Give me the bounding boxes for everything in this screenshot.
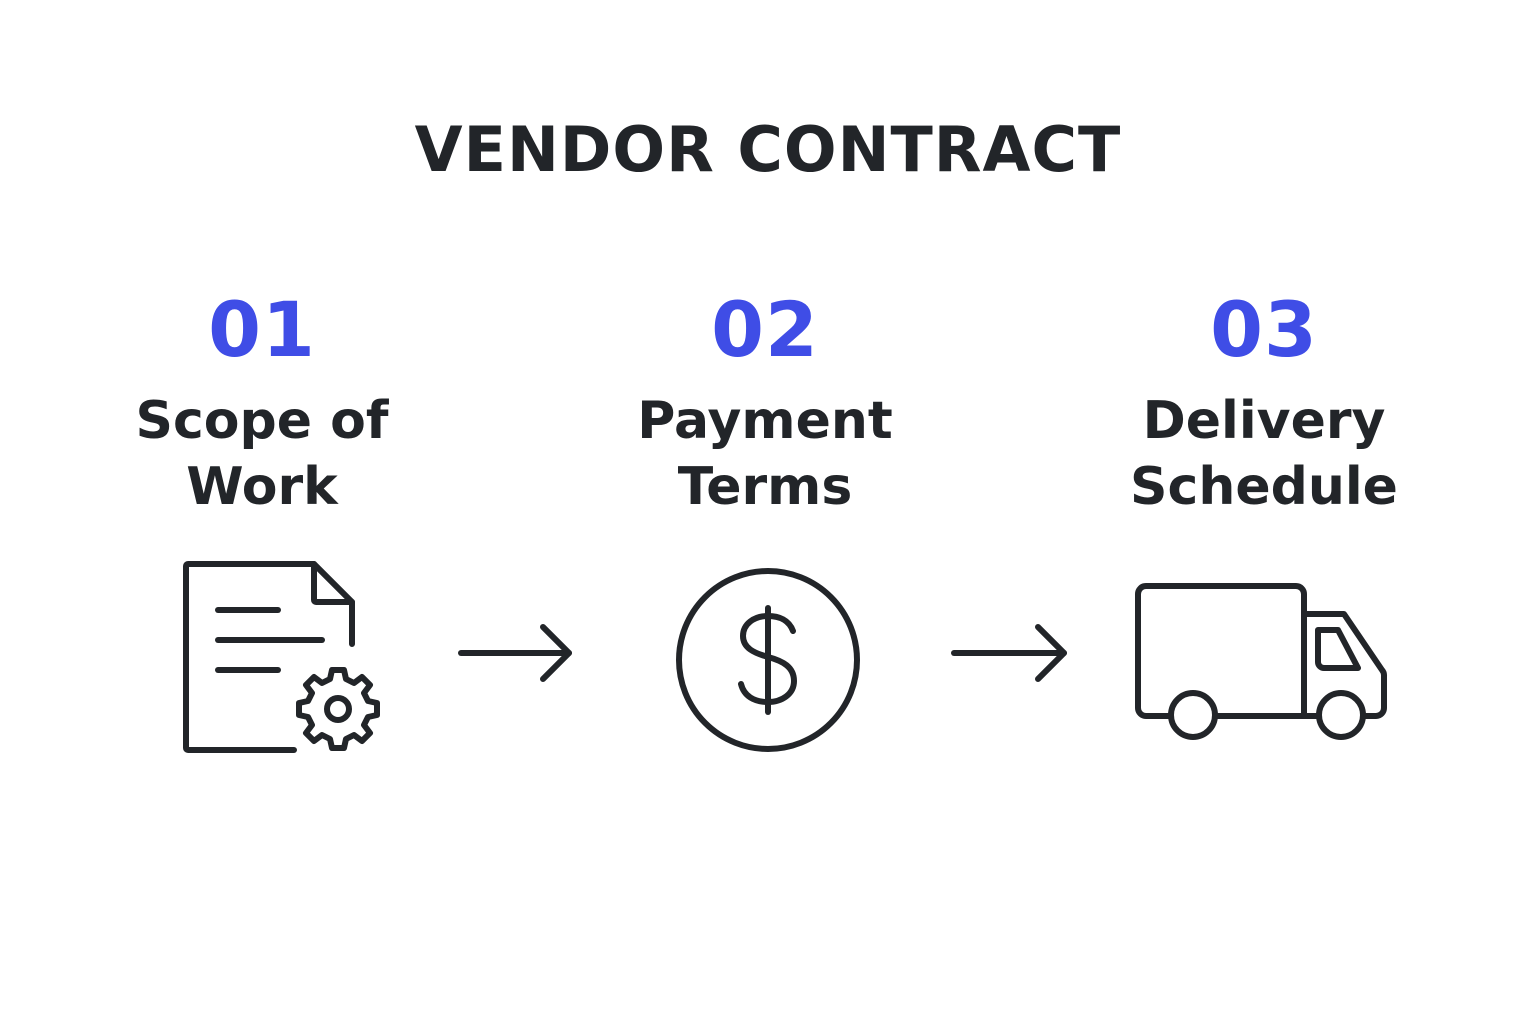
dollar-circle-icon bbox=[672, 564, 864, 756]
step-delivery-schedule: 03 Delivery Schedule bbox=[1064, 280, 1464, 520]
step-label-line: Work bbox=[186, 457, 338, 517]
step-number: 01 bbox=[208, 285, 316, 374]
step-scope-of-work: 01 Scope of Work bbox=[62, 280, 462, 520]
step-payment-terms: 02 Payment Terms bbox=[565, 280, 965, 520]
step-label: Delivery Schedule bbox=[1064, 388, 1464, 520]
step-label-line: Terms bbox=[677, 457, 853, 517]
step-label-line: Schedule bbox=[1130, 457, 1398, 517]
step-label: Payment Terms bbox=[565, 388, 965, 520]
arrow-right-icon bbox=[455, 620, 580, 690]
diagram-title: VENDOR CONTRACT bbox=[414, 113, 1122, 186]
step-label-line: Delivery bbox=[1142, 391, 1386, 451]
step-label-line: Payment bbox=[637, 391, 893, 451]
arrow-right-icon bbox=[948, 620, 1073, 690]
document-gear-icon bbox=[176, 552, 391, 767]
step-label: Scope of Work bbox=[62, 388, 462, 520]
step-label-line: Scope of bbox=[135, 391, 389, 451]
step-number: 03 bbox=[1210, 285, 1318, 374]
step-number: 02 bbox=[711, 285, 819, 374]
delivery-truck-icon bbox=[1132, 580, 1394, 748]
